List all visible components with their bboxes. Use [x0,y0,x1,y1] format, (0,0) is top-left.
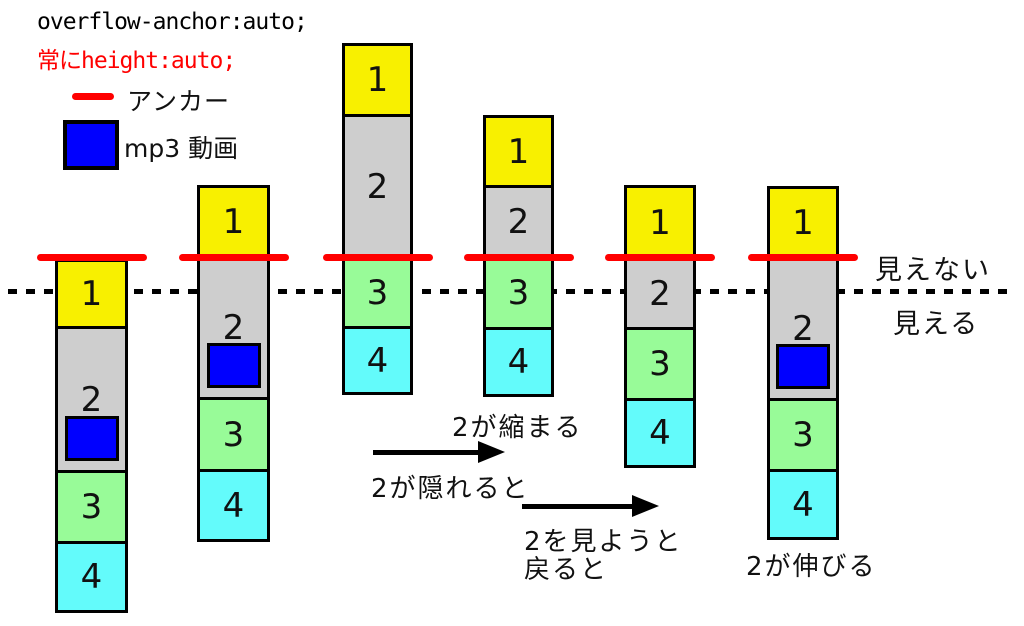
content-block-2: 2 [624,257,696,330]
block-label: 4 [366,340,389,381]
block-label: 3 [80,487,103,527]
media-box-icon [776,344,830,389]
content-block-3: 3 [342,257,413,329]
block-label: 3 [366,273,389,313]
block-label: 1 [649,202,671,243]
content-block-1: 1 [197,185,270,259]
block-label: 1 [366,60,389,100]
block-label: 2 [649,273,671,314]
block-label: 4 [792,484,814,525]
block-label: 3 [507,273,530,313]
label-visible-region: 見える [893,309,980,340]
block-label: 2 [222,308,245,348]
block-label: 4 [649,413,671,453]
content-block-4: 4 [624,398,696,468]
legend-anchor-label: アンカー [127,87,231,116]
media-box-icon [207,343,261,388]
content-block-4: 4 [197,469,270,542]
block-label: 3 [649,344,671,384]
legend-media-label: mp3 動画 [124,134,239,163]
annotation-look: 2を見ようと [524,527,683,557]
annotation-shrink: 2が縮まる [452,413,583,443]
content-block-2: 2 [483,185,554,259]
code-caption-line1: overflow-anchor:auto; [37,9,308,35]
content-block-1: 1 [767,186,839,260]
code-caption-line2: 常にheight:auto; [37,48,236,74]
block-label: 2 [507,202,530,242]
content-block-1: 1 [483,115,554,188]
content-block-4: 4 [483,327,554,397]
arrow-shaft [522,504,639,509]
content-block-3: 3 [767,398,839,472]
content-block-1: 1 [55,259,128,329]
content-block-4: 4 [55,541,128,613]
anchor-line [748,254,858,261]
arrow-right-icon [522,495,659,517]
anchor-line [179,254,289,261]
media-box-icon [65,416,119,461]
arrow-head-icon [632,495,659,517]
arrow-shaft [373,450,485,455]
content-block-1: 1 [624,185,696,260]
content-block-4: 4 [342,326,413,395]
block-label: 1 [222,202,245,242]
annotation-grow: 2が伸びる [746,552,877,582]
content-block-3: 3 [55,470,128,544]
block-label: 1 [80,274,103,314]
anchor-line [37,254,147,261]
arrow-head-icon [478,441,505,463]
annotation-hide: 2が隠れると [371,474,530,504]
annotation-back: 戻ると [524,555,609,585]
anchor-line [323,254,433,261]
block-label: 2 [80,379,103,420]
legend-anchor-line-icon [72,93,114,100]
anchor-line [605,254,715,261]
block-label: 4 [507,342,530,382]
block-label: 3 [222,414,245,455]
content-block-2: 2 [342,114,413,260]
content-block-3: 3 [483,256,554,330]
content-block-3: 3 [624,327,696,401]
content-block-3: 3 [197,397,270,472]
block-label: 4 [222,485,245,526]
block-label: 3 [792,415,814,455]
block-label: 1 [507,131,530,172]
block-label: 2 [792,309,814,349]
label-hidden-region: 見えない [875,255,991,286]
legend-media-swatch [63,120,119,170]
block-label: 2 [366,167,389,207]
anchor-line [464,254,574,261]
block-label: 4 [80,557,103,597]
arrow-right-icon [373,441,505,463]
content-block-4: 4 [767,469,839,540]
content-block-1: 1 [342,43,413,117]
block-label: 1 [792,203,814,243]
